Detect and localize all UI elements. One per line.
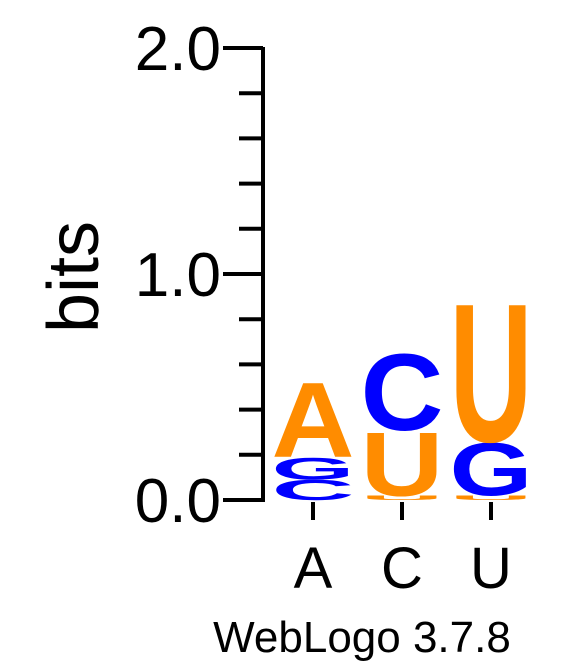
y-axis-label: bits	[34, 221, 114, 333]
logo-letter-U: U	[450, 494, 533, 501]
y-tick-label: 1.0	[135, 241, 221, 310]
logo-letter-C: C	[272, 474, 355, 506]
logo-letter-A: A	[272, 361, 355, 480]
logo-letter-C: C	[361, 330, 444, 453]
weblogo-version-footer: WebLogo 3.7.8	[213, 613, 511, 662]
logo-letter-U: U	[361, 413, 444, 515]
y-tick-label: 0.0	[135, 467, 221, 536]
logo-letter-G: G	[450, 427, 533, 512]
x-tick-label: U	[470, 536, 512, 601]
y-tick-label: 2.0	[135, 15, 221, 84]
y-axis: 0.0 1.0 2.0	[135, 15, 265, 536]
logo-letter-G: G	[272, 451, 355, 486]
logo-letter-U: U	[361, 494, 444, 501]
x-tick-label: A	[294, 536, 333, 601]
logo-letter-U: U	[450, 264, 533, 484]
x-tick-label: C	[381, 536, 423, 601]
